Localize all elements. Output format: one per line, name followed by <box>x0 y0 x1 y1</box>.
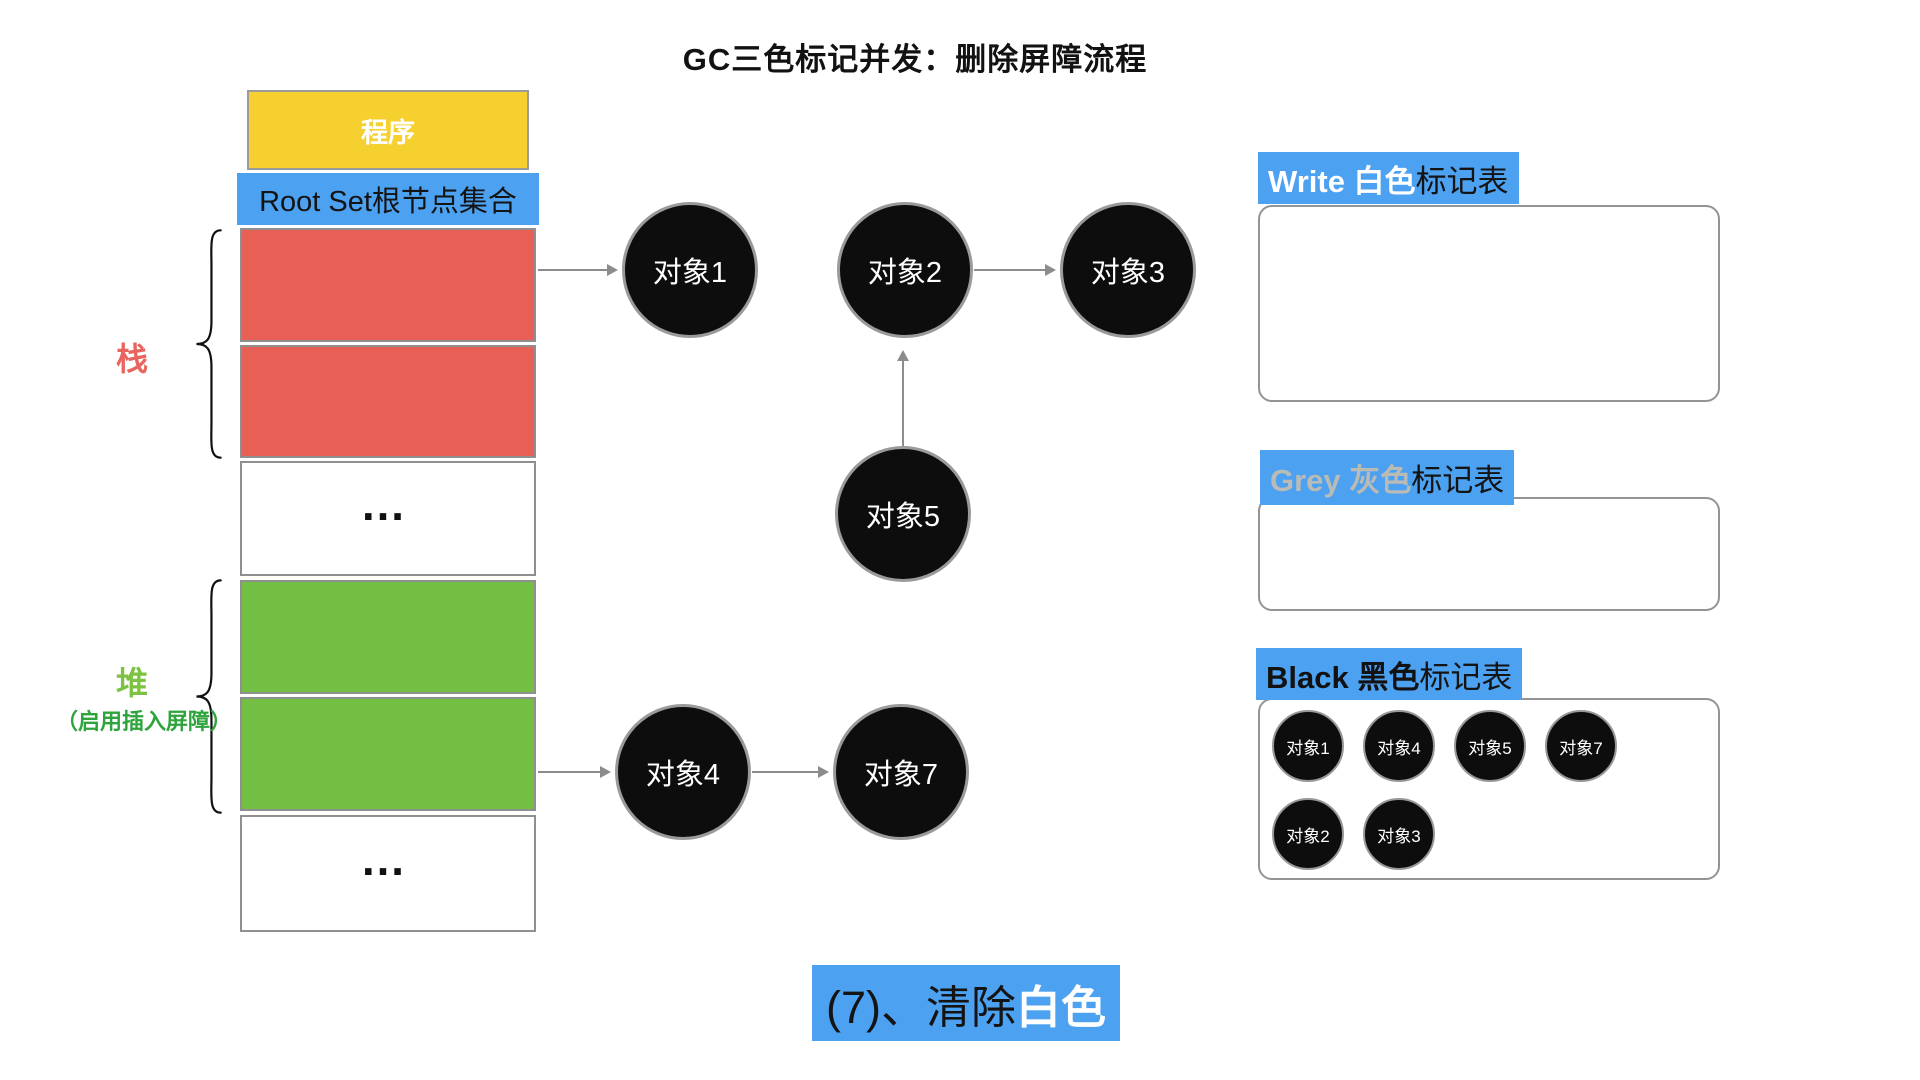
white-table-title-strong: Write 白色 <box>1268 163 1416 199</box>
rootset-label: Root Set根节点集合 <box>259 186 517 218</box>
grey-table-box <box>1258 497 1720 611</box>
ellipsis-glyph: … <box>360 832 416 885</box>
heap-brace <box>193 578 223 815</box>
black-table-item: 对象4 <box>1363 710 1435 782</box>
arrow-obj4-to-obj7 <box>752 766 829 778</box>
grey-table-title-strong: Grey 灰色 <box>1270 463 1412 498</box>
memory-cell-red <box>240 228 536 342</box>
arrow-obj2-to-obj3 <box>974 264 1056 276</box>
graph-node-obj5: 对象5 <box>835 446 971 582</box>
graph-node-obj3: 对象3 <box>1060 202 1196 338</box>
black-table-item: 对象2 <box>1272 798 1344 870</box>
memory-cell-green <box>240 697 536 811</box>
rootset-box: Root Set根节点集合 <box>237 173 539 225</box>
white-table-box <box>1258 205 1720 402</box>
graph-node-obj2: 对象2 <box>837 202 973 338</box>
program-box: 程序 <box>247 90 529 170</box>
heap-sublabel: （启用插入屏障） <box>56 709 233 734</box>
stack-brace <box>193 228 223 460</box>
diagram-title: GC三色标记并发：删除屏障流程 <box>682 42 1148 77</box>
arrowhead-icon <box>607 264 618 276</box>
memory-cell-dots: … <box>240 815 536 932</box>
arrow-obj5-to-obj2 <box>897 350 909 446</box>
grey-table-title-rest: 标记表 <box>1411 463 1505 498</box>
black-table-title-rest: 标记表 <box>1419 659 1513 695</box>
black-table-item: 对象1 <box>1272 710 1344 782</box>
black-table-box: 对象1 对象4 对象5 对象7 对象2 对象3 <box>1258 698 1720 880</box>
white-table-title-rest: 标记表 <box>1415 163 1509 199</box>
arrowhead-icon <box>818 766 829 778</box>
graph-node-obj4: 对象4 <box>615 704 751 840</box>
memory-cell-green <box>240 580 536 694</box>
heap-label: 堆 <box>116 665 149 701</box>
graph-node-obj1: 对象1 <box>622 202 758 338</box>
memory-cell-dots: … <box>240 461 536 576</box>
ellipsis-glyph: … <box>360 477 416 530</box>
black-table-item: 对象3 <box>1363 798 1435 870</box>
step-caption-prefix: (7)、清除 <box>826 981 1016 1033</box>
grey-table-header: Grey 灰色标记表 <box>1260 450 1515 505</box>
program-label: 程序 <box>361 117 415 148</box>
black-table-item: 对象7 <box>1545 710 1617 782</box>
arrowhead-icon <box>897 350 909 361</box>
arrow-heap-to-obj4 <box>538 766 611 778</box>
arrow-rootset-stack-to-obj1 <box>538 264 618 276</box>
black-table-title-strong: Black 黑色 <box>1266 659 1420 695</box>
white-table-header: Write 白色标记表 <box>1258 152 1519 204</box>
arrowhead-icon <box>600 766 611 778</box>
stack-label: 栈 <box>116 341 149 377</box>
graph-node-obj7: 对象7 <box>833 704 969 840</box>
black-table-item: 对象5 <box>1454 710 1526 782</box>
arrowhead-icon <box>1045 264 1056 276</box>
step-caption: (7)、清除白色 <box>812 965 1121 1041</box>
step-caption-highlight: 白色 <box>1016 981 1107 1033</box>
memory-cell-red <box>240 345 536 458</box>
black-table-header: Black 黑色标记表 <box>1256 648 1523 700</box>
